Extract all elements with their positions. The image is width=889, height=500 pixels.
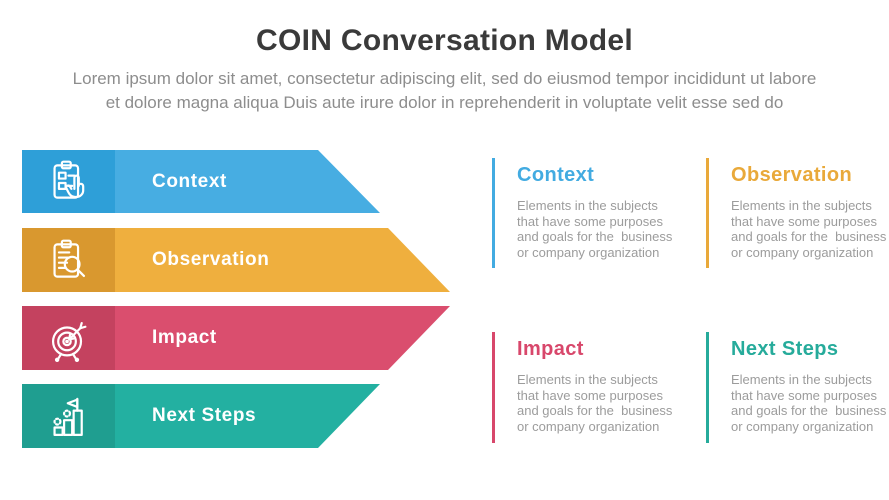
bar-chart-flag-icon [45, 393, 92, 440]
banner-context: Context [22, 150, 380, 213]
banner-impact-icon-box [22, 306, 115, 370]
detail-next-steps-title: Next Steps [731, 338, 839, 360]
detail-impact: Impact Elements in the subjects that hav… [492, 332, 688, 443]
detail-impact-title: Impact [517, 338, 584, 360]
banner-next-steps-label: Next Steps [152, 405, 257, 426]
detail-impact-description: Elements in the subjects that have some … [517, 372, 673, 434]
banner-observation-icon-box [22, 228, 115, 292]
page-title: COIN Conversation Model [256, 24, 633, 57]
clipboard-hand-icon [45, 158, 92, 205]
detail-next-steps-description: Elements in the subjects that have some … [731, 372, 887, 434]
banner-observation: Observation [22, 228, 450, 292]
banner-observation-label: Observation [152, 249, 270, 270]
banner-context-icon-box [22, 150, 115, 213]
detail-observation: Observation Elements in the subjects tha… [706, 158, 889, 268]
detail-context-title: Context [517, 164, 595, 186]
detail-context-description: Elements in the subjects that have some … [517, 198, 673, 260]
banner-impact-label: Impact [152, 327, 217, 348]
banner-next-steps-icon-box [22, 384, 115, 448]
banner-context-label: Context [152, 170, 227, 192]
clipboard-search-icon [45, 237, 92, 284]
banner-next-steps: Next Steps [22, 384, 380, 448]
detail-next-steps: Next Steps Elements in the subjects that… [706, 332, 889, 443]
page-subtitle: Lorem ipsum dolor sit amet, consectetur … [72, 69, 817, 112]
target-arrow-icon [45, 315, 92, 362]
detail-observation-description: Elements in the subjects that have some … [731, 198, 887, 260]
banner-impact: Impact [22, 306, 450, 370]
detail-context: Context Elements in the subjects that ha… [492, 158, 688, 268]
detail-observation-title: Observation [731, 164, 853, 186]
